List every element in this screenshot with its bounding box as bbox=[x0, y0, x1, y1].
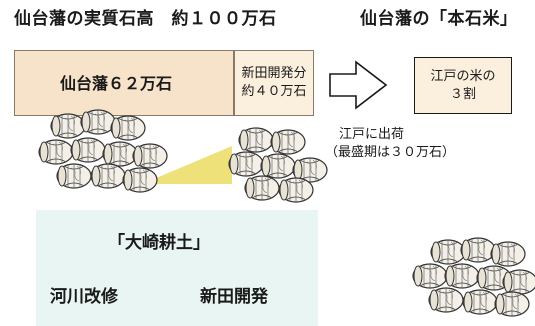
new-fields-line-1: 新田開発分 bbox=[241, 66, 307, 81]
title-real-yield: 仙台藩の実質石高 約１００万石 bbox=[14, 9, 277, 29]
new-fields-box: 新田開発分 約４０万石 bbox=[234, 50, 314, 116]
shipment-line-2: （最盛期は３０万石） bbox=[324, 145, 455, 160]
right-arrow-icon bbox=[329, 60, 388, 110]
shipment-note: 江戸に出荷 （最盛期は３０万石） bbox=[305, 126, 475, 162]
edo-rice-line-1: 江戸の米の bbox=[430, 68, 496, 84]
osaki-heading: 「大崎耕土」 bbox=[108, 233, 210, 253]
title-main-rice: 仙台藩の「本石米」 bbox=[360, 9, 518, 29]
base-domain-box bbox=[14, 50, 234, 116]
rice-bale-pile-icon bbox=[412, 237, 535, 317]
river-improvement-label: 河川改修 bbox=[50, 287, 118, 307]
new-fields-line-2: 約４０万石 bbox=[241, 84, 307, 99]
yellow-triangle bbox=[142, 146, 232, 184]
rice-bale-pile-icon bbox=[38, 109, 168, 193]
new-field-development-label: 新田開発 bbox=[200, 287, 268, 307]
osaki-panel bbox=[36, 210, 318, 326]
edo-rice-box: 江戸の米の ３割 bbox=[414, 57, 512, 114]
base-domain-label: 仙台藩６２万石 bbox=[60, 74, 173, 93]
shipment-line-1: 江戸に出荷 bbox=[339, 127, 405, 142]
edo-rice-line-2: ３割 bbox=[449, 86, 476, 102]
